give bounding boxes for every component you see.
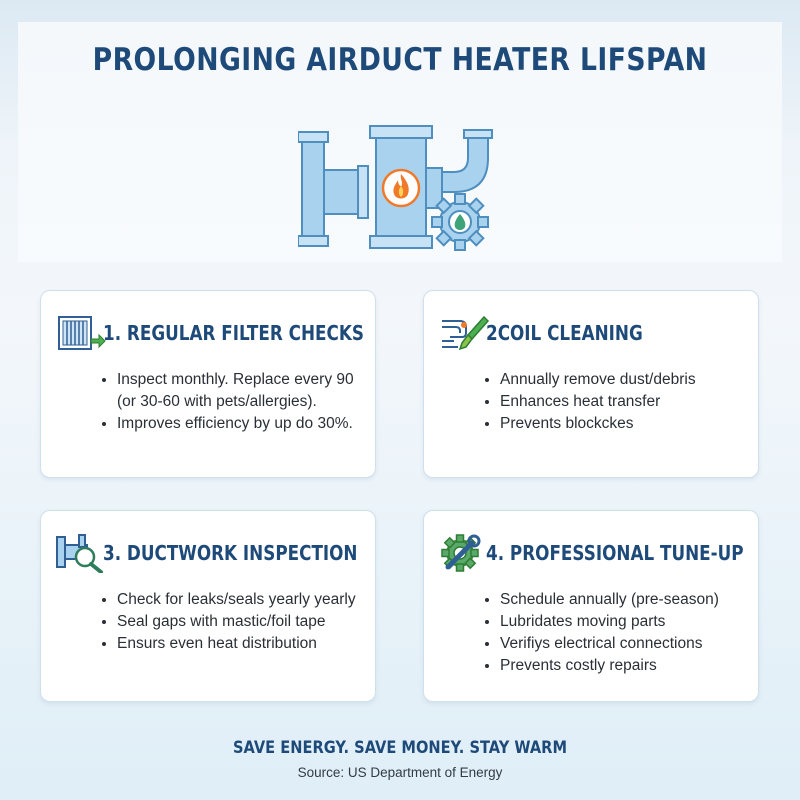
duct-magnifier-icon xyxy=(56,534,103,573)
air-filter-icon xyxy=(58,316,106,350)
footer-tagline: SAVE ENERGY. SAVE MONEY. STAY WARM xyxy=(232,738,568,758)
bullet-list: Annually remove dust/debris Enhances hea… xyxy=(482,369,750,435)
card-title: 1. REGULAR FILTER CHECKS xyxy=(103,321,364,345)
list-item: Annually remove dust/debris xyxy=(500,369,750,391)
card-title: 2COIL CLEANING xyxy=(486,321,643,345)
bullet-list: Check for leaks/seals yearly yearly Seal… xyxy=(99,589,367,655)
list-item: Prevents blockckes xyxy=(500,413,750,435)
card-ductwork-inspection: 3. DUCTWORK INSPECTION Check for leaks/s… xyxy=(40,510,376,702)
list-item: Lubridates moving parts xyxy=(500,611,750,633)
wrench-gear-icon xyxy=(441,534,481,572)
duct-heater-with-gear-icon xyxy=(298,125,493,251)
card-title: 4. PROFESSIONAL TUNE-UP xyxy=(486,541,744,565)
list-item: Improves efficiency by up do 30%. xyxy=(117,413,367,435)
card-professional-tune-up: 4. PROFESSIONAL TUNE-UP Schedule annuall… xyxy=(423,510,759,702)
bullet-list: Inspect monthly. Replace every 90 (or 30… xyxy=(99,369,367,435)
list-item: Verifiys electrical connections xyxy=(500,633,750,655)
card-filter-checks: 1. REGULAR FILTER CHECKS Inspect monthly… xyxy=(40,290,376,478)
list-item: Check for leaks/seals yearly yearly xyxy=(117,589,367,611)
page-title: PROLONGING AIRDUCT HEATER LIFSPAN xyxy=(92,42,708,78)
list-item: Seal gaps with mastic/foil tape xyxy=(117,611,367,633)
coil-brush-icon xyxy=(442,315,490,351)
list-item: Inspect monthly. Replace every 90 (or 30… xyxy=(117,369,367,413)
list-item: Prevents costly repairs xyxy=(500,655,750,677)
list-item: Enhances heat transfer xyxy=(500,391,750,413)
list-item: Schedule annually (pre-season) xyxy=(500,589,750,611)
footer-source: Source: US Department of Energy xyxy=(297,765,503,780)
bullet-list: Schedule annually (pre-season) Lubridate… xyxy=(482,589,750,677)
card-coil-cleaning: 2COIL CLEANING Annually remove dust/debr… xyxy=(423,290,759,478)
card-title: 3. DUCTWORK INSPECTION xyxy=(103,541,358,565)
list-item: Ensurs even heat distribution xyxy=(117,633,367,655)
